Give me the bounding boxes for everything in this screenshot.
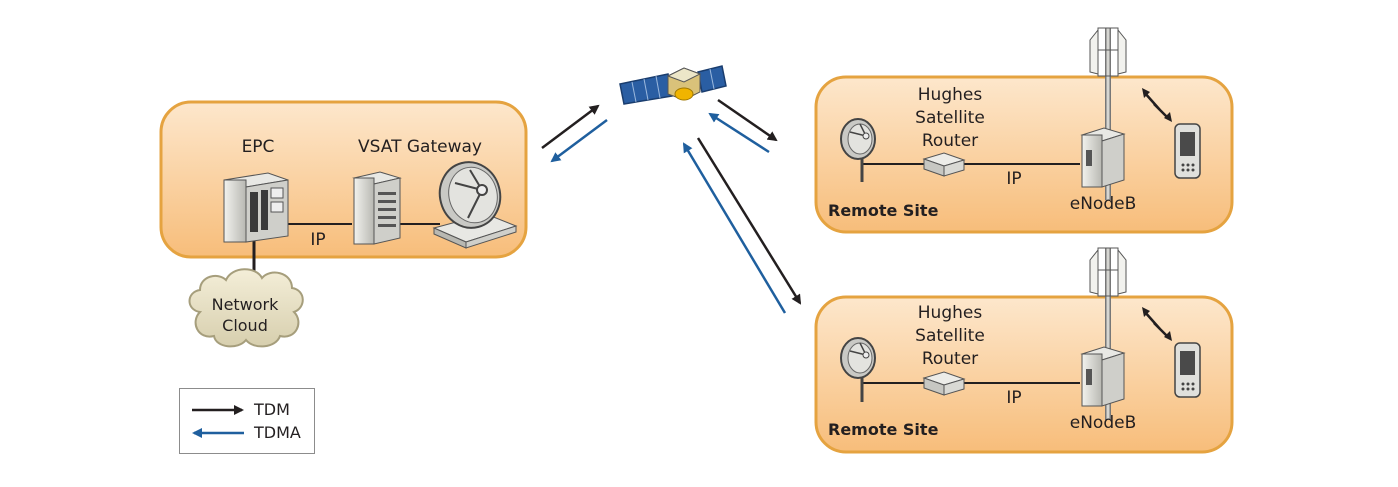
remote-2-site-label: Remote Site	[828, 420, 939, 439]
remote-1-site-label: Remote Site	[828, 201, 939, 220]
tdma-arrow-remote-1	[708, 112, 770, 154]
remote-1-router-label-line3: Router	[921, 131, 979, 151]
network-cloud-label-line2: Cloud	[222, 316, 268, 335]
remote-2-router-label-line2: Satellite	[915, 326, 985, 346]
remote-2-router-label: Hughes Satellite Router	[915, 302, 985, 371]
epc-server-icon	[223, 172, 289, 243]
remote-1-wireless-icon	[1142, 88, 1172, 122]
vsat-gateway-label: VSAT Gateway	[358, 137, 482, 157]
remote-1-enodeb-icon	[1080, 127, 1126, 188]
tdm-arrow-remote-2	[696, 137, 802, 305]
epc-label: EPC	[241, 137, 275, 157]
remote-2-router-label-line3: Router	[921, 349, 979, 369]
gateway-dish-icon	[432, 161, 518, 249]
remote-site-box-2	[814, 295, 1234, 454]
remote-1-enodeb-label: eNodeB	[1069, 194, 1137, 214]
remote-2-wireless-icon	[1142, 307, 1172, 341]
legend-tdma-label: TDMA	[254, 423, 301, 442]
remote-1-router-label-line2: Satellite	[915, 108, 985, 128]
remote-1-phone-icon	[1174, 123, 1201, 179]
legend: TDM TDMA	[179, 388, 315, 454]
satellite-icon	[619, 65, 727, 105]
remote-site-box-1	[814, 75, 1234, 234]
tdm-uplink-arrow	[541, 104, 600, 149]
remote-2-ip-label: IP	[1006, 388, 1022, 408]
remote-2-enodeb-icon	[1080, 346, 1126, 407]
remote-1-router-icon	[922, 152, 966, 177]
remote-2-router-icon	[922, 371, 966, 396]
remote-2-enodeb-label: eNodeB	[1069, 413, 1137, 433]
remote-1-router-label-line1: Hughes	[917, 85, 983, 105]
tdma-downlink-arrow	[550, 118, 608, 163]
tdma-arrow-remote-2	[682, 142, 787, 314]
network-cloud-label-line1: Network	[211, 295, 279, 314]
remote-2-phone-icon	[1174, 342, 1201, 398]
legend-tdm-label: TDM	[254, 400, 290, 419]
remote-1-ip-label: IP	[1006, 169, 1022, 189]
remote-1-router-label: Hughes Satellite Router	[915, 84, 985, 153]
remote-2-router-label-line1: Hughes	[917, 303, 983, 323]
remote-2-dish-icon	[840, 337, 876, 402]
network-cloud-label: Network Cloud	[212, 294, 279, 336]
core-ip-label: IP	[310, 230, 326, 250]
tdm-arrow-remote-1	[717, 98, 778, 142]
remote-1-dish-icon	[840, 118, 876, 182]
network-cloud-icon	[188, 268, 304, 348]
gateway-server-icon	[352, 171, 402, 245]
